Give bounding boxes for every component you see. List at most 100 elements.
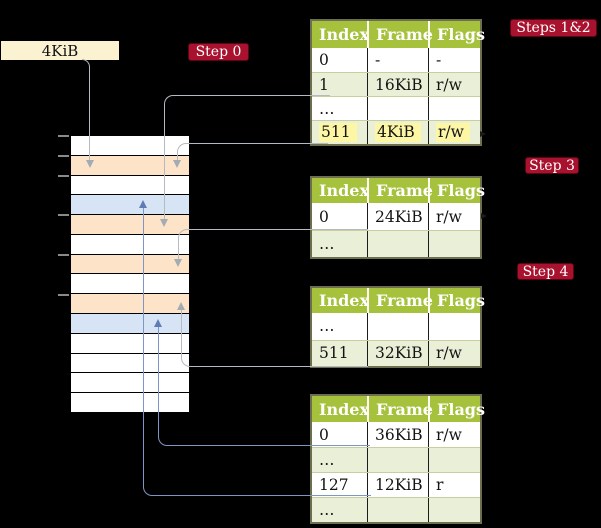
table-cell: r/w <box>428 340 480 366</box>
column-header-flags: Flags <box>428 396 485 422</box>
table-cell: … <box>319 317 335 336</box>
cr3-to-l4-arrow-head <box>85 160 94 168</box>
column-header-frame: Frame <box>367 288 433 313</box>
memory-frame-table <box>71 294 189 315</box>
table-cell <box>367 231 428 257</box>
l1-entry0-to-frame-arrow <box>158 327 370 446</box>
l1-entry127-to-frame-arrow <box>143 208 371 496</box>
table-cell: 511 <box>312 121 367 144</box>
memory-tick <box>58 214 69 216</box>
column-header-frame: Frame <box>367 178 433 203</box>
highlighted-value: 4KiB <box>375 123 421 142</box>
table-cell: … <box>319 451 335 469</box>
l1-entry127-to-frame-arrow-head <box>138 200 147 208</box>
column-header-flags: Flags <box>428 21 485 48</box>
badge-step-4-label: Step 4 <box>522 263 569 280</box>
cr3-frame-box: 4KiB <box>1 41 119 60</box>
memory-tick <box>58 294 69 296</box>
table-cell <box>367 313 428 340</box>
table-cell: … <box>319 235 335 253</box>
l1-entry0-to-frame-arrow-head <box>153 319 162 327</box>
table-cell <box>367 498 428 522</box>
memory-frame-page <box>71 195 189 216</box>
l4-entry511-recursive-arrow-head <box>172 160 181 168</box>
column-header-flags: Flags <box>428 288 485 313</box>
table-cell: 24KiB <box>367 203 428 230</box>
memory-frame-table <box>71 155 189 176</box>
page-table-entry-row: … <box>312 497 480 522</box>
memory-tick <box>58 155 69 157</box>
page-table-entry-row: 511 4KiB r/w <box>312 120 480 144</box>
memory-frame-free <box>71 175 189 196</box>
page-table-entry-row: … <box>312 230 480 257</box>
table-cell: 4KiB <box>367 121 428 144</box>
table-cell <box>428 231 480 257</box>
memory-tick <box>58 254 69 256</box>
badge-steps-1-2: Steps 1&2 <box>510 19 597 37</box>
table-cell: … <box>319 99 335 118</box>
badge-step-0: Step 0 <box>188 43 249 61</box>
table-cell <box>428 97 480 120</box>
memory-frame-free <box>71 234 189 255</box>
table-cell: r/w <box>428 73 480 96</box>
table-cell <box>428 498 480 522</box>
column-header-index: Index <box>319 181 370 200</box>
cropped-connector-stub <box>480 131 486 137</box>
table-cell <box>367 448 428 472</box>
memory-frame-free <box>71 373 189 394</box>
table-cell: … <box>319 501 335 519</box>
badge-step-3: Step 3 <box>525 157 579 174</box>
cr3-frame-label: 4KiB <box>41 41 79 60</box>
table-cell: - <box>367 48 428 72</box>
table-cell: 127 <box>319 476 349 494</box>
cr3-to-l4-arrow <box>82 59 90 160</box>
memory-frame-free <box>71 136 189 156</box>
memory-frame-free <box>71 333 189 354</box>
badge-step-3-label: Step 3 <box>529 157 575 174</box>
l2-entry511-to-l1-arrow <box>181 309 368 367</box>
physical-memory-column <box>70 135 190 413</box>
column-header-index: Index <box>319 399 370 419</box>
l4-entry511-recursive-arrow <box>177 143 328 160</box>
table-cell: - <box>428 48 480 72</box>
memory-tick <box>58 135 69 137</box>
memory-frame-free <box>71 274 189 295</box>
column-header-frame: Frame <box>367 21 433 48</box>
table-cell <box>428 448 480 472</box>
l3-entry0-to-l2-arrow <box>178 229 368 259</box>
table-cell <box>367 97 428 120</box>
table-cell: 1 <box>319 75 329 94</box>
column-header-frame: Frame <box>367 396 433 422</box>
table-cell <box>428 313 480 340</box>
table-cell: 12KiB <box>367 473 428 497</box>
table-cell: 0 <box>319 51 329 69</box>
badge-step-0-label: Step 0 <box>195 44 242 60</box>
table-cell: r/w <box>428 203 480 230</box>
l2-entry511-to-l1-arrow-head <box>176 302 185 310</box>
table-cell: 16KiB <box>367 73 428 96</box>
column-header-index: Index <box>319 25 370 44</box>
memory-frame-table <box>71 254 189 275</box>
page-table-entry-row: 0 -- <box>312 48 480 72</box>
table-cell: r <box>428 473 480 497</box>
l4-entry1-to-l3-arrow <box>164 95 330 219</box>
table-cell: r/w <box>428 422 480 447</box>
highlighted-value: 511 <box>319 123 357 142</box>
table-cell: 0 <box>319 425 329 444</box>
page-table-entry-row: … <box>312 447 480 472</box>
highlighted-value: r/w <box>436 123 470 142</box>
table-cell: 32KiB <box>367 340 428 366</box>
memory-frame-free <box>71 393 189 413</box>
